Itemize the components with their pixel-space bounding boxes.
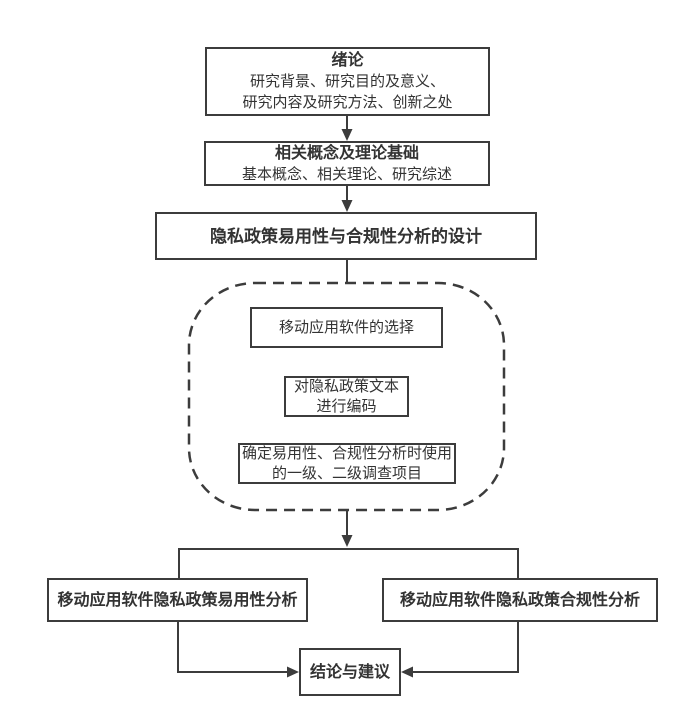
node-conclusion: 结论与建议 bbox=[299, 648, 401, 696]
node-compliance: 移动应用软件隐私政策合规性分析 bbox=[382, 578, 658, 622]
connector-usability-conclusion bbox=[177, 622, 288, 673]
arrow-down-icon bbox=[341, 200, 353, 212]
node-determine: 确定易用性、合规性分析时使用 的一级、二级调查项目 bbox=[238, 443, 456, 484]
node-encode-line: 进行编码 bbox=[316, 397, 377, 415]
node-intro-line: 研究内容及研究方法、创新之处 bbox=[242, 94, 453, 111]
node-determine-line: 的一级、二级调查项目 bbox=[271, 464, 422, 482]
node-compliance-label: 移动应用软件隐私政策合规性分析 bbox=[399, 591, 640, 609]
node-design: 隐私政策易用性与合规性分析的设计 bbox=[155, 212, 537, 260]
node-select-app-label: 移动应用软件的选择 bbox=[278, 319, 414, 336]
node-encode-line: 对隐私政策文本 bbox=[293, 377, 399, 395]
node-determine-line: 确定易用性、合规性分析时使用 bbox=[241, 444, 452, 462]
arrow-right-icon bbox=[287, 666, 299, 678]
arrow-down-icon bbox=[341, 535, 353, 547]
connector-split-bracket bbox=[178, 548, 519, 578]
node-concepts-line: 基本概念、相关理论、研究综述 bbox=[241, 165, 452, 183]
node-concepts: 相关概念及理论基础 基本概念、相关理论、研究综述 bbox=[204, 141, 490, 186]
node-encode: 对隐私政策文本 进行编码 bbox=[284, 376, 409, 417]
arrow-left-icon bbox=[401, 666, 413, 678]
node-intro-title: 绪论 bbox=[331, 52, 364, 69]
node-design-label: 隐私政策易用性与合规性分析的设计 bbox=[210, 226, 482, 246]
connector-compliance-conclusion bbox=[412, 622, 519, 673]
node-intro-line: 研究背景、研究目的及意义、 bbox=[249, 73, 445, 90]
node-usability-label: 移动应用软件隐私政策易用性分析 bbox=[57, 591, 298, 609]
node-select-app: 移动应用软件的选择 bbox=[250, 307, 443, 348]
node-usability: 移动应用软件隐私政策易用性分析 bbox=[47, 578, 308, 622]
arrow-down-icon bbox=[341, 129, 353, 141]
node-concepts-title: 相关概念及理论基础 bbox=[274, 144, 419, 162]
node-conclusion-label: 结论与建议 bbox=[309, 663, 390, 681]
node-intro: 绪论 研究背景、研究目的及意义、 研究内容及研究方法、创新之处 bbox=[205, 47, 490, 116]
